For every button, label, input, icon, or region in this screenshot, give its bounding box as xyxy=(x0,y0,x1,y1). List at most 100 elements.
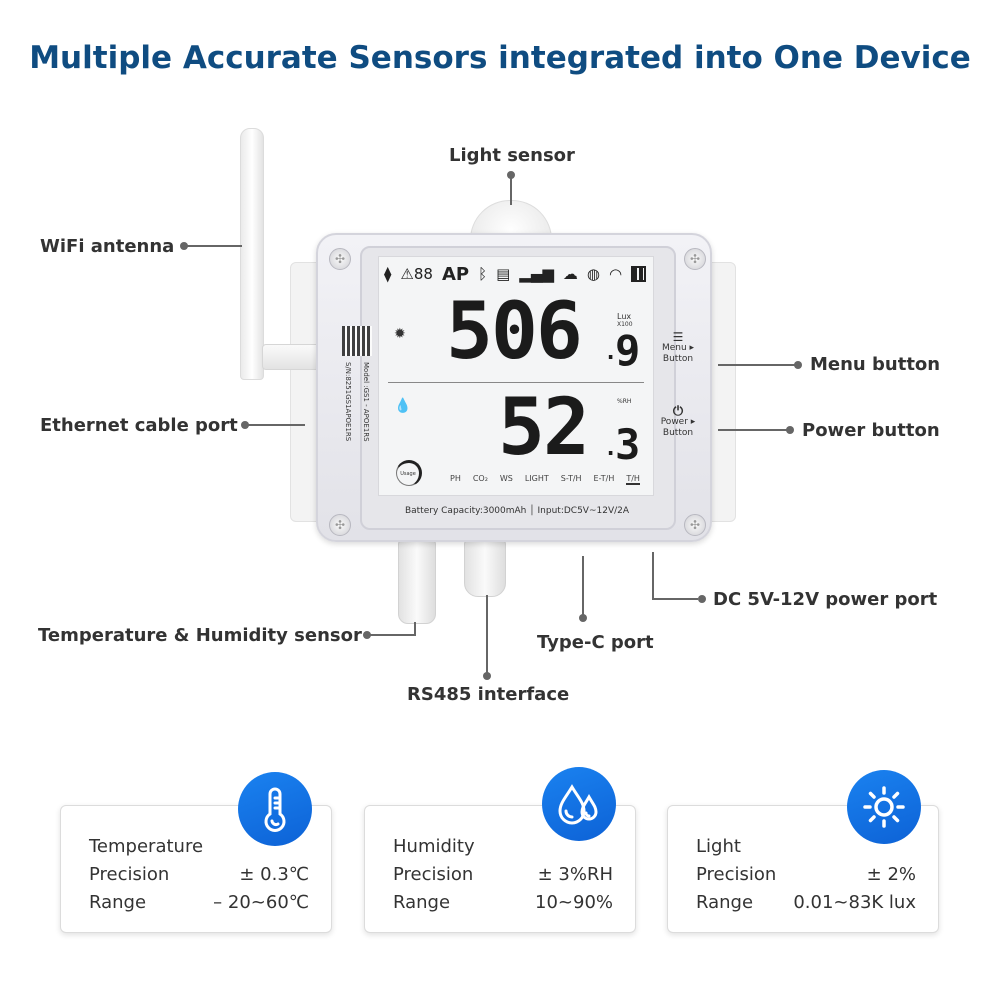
leader-line xyxy=(367,634,415,636)
sun-icon xyxy=(847,770,921,844)
leader-line xyxy=(582,556,584,618)
precision-label: Precision xyxy=(393,864,474,885)
menu-button-label: Menu ▸ xyxy=(661,343,695,353)
globe-icon: ◍ xyxy=(586,265,600,283)
bluetooth-icon: ᛒ xyxy=(478,265,488,283)
callout-menu-button: Menu button xyxy=(810,354,941,375)
lcd-screen xyxy=(378,256,654,496)
callout-rs485-interface: RS485 interface xyxy=(407,684,570,705)
callout-dot xyxy=(698,595,706,603)
range-label: Range xyxy=(393,892,451,913)
precision-row: Precision ± 2% xyxy=(696,864,916,885)
precision-row: Precision ± 3%RH xyxy=(393,864,613,885)
callout-temp-humidity-sensor: Temperature & Humidity sensor xyxy=(38,625,362,646)
precision-value: ± 2% xyxy=(866,864,916,885)
leader-line xyxy=(184,245,242,247)
screw-icon: ✣ xyxy=(329,248,351,270)
lcd-divider xyxy=(388,382,644,383)
usage-dial: Usage xyxy=(396,460,422,486)
power-button-label: Power ▸ xyxy=(660,417,696,427)
lux-multiplier: X100 xyxy=(617,321,633,328)
leader-line xyxy=(718,364,796,366)
mode-e-t-h: E-T/H xyxy=(593,474,615,483)
menu-button[interactable]: ☰ Menu ▸ Button xyxy=(656,330,700,365)
humidity-reading-value: 52 xyxy=(498,383,590,473)
callout-power-button: Power button xyxy=(802,420,940,441)
mode-s-t-h: S-T/H xyxy=(560,474,582,483)
range-row: Range 10~90% xyxy=(393,892,613,913)
usage-label: Usage xyxy=(400,471,416,477)
mode-light: LIGHT xyxy=(524,474,549,483)
card-title: Temperature xyxy=(89,836,204,857)
lux-reading-decimal: 9 xyxy=(615,326,641,375)
callout-dot xyxy=(579,614,587,622)
leader-line xyxy=(245,424,305,426)
battery-icon xyxy=(631,266,646,282)
power-button-label-2: Button xyxy=(662,428,694,438)
callout-wifi-antenna: WiFi antenna xyxy=(40,236,175,257)
mode-t-h-active: T/H xyxy=(626,474,640,485)
alarm-digits: ⚠88 xyxy=(400,265,433,283)
wifi-antenna xyxy=(240,128,264,380)
callout-dot xyxy=(483,672,491,680)
precision-value: ± 0.3℃ xyxy=(239,864,309,885)
qr-code xyxy=(342,326,372,356)
lcd-status-bar: ⧫ ⚠88 AP ᛒ ▤ ▂▄▆ ☁ ◍ ◠ xyxy=(384,262,646,286)
leader-line xyxy=(718,429,788,431)
leader-line xyxy=(510,175,512,205)
antenna-connector xyxy=(262,344,324,370)
callout-type-c-port: Type-C port xyxy=(537,632,654,653)
leader-line xyxy=(486,595,488,675)
range-row: Range – 20~60℃ xyxy=(89,892,309,913)
callout-dc-power-port: DC 5V-12V power port xyxy=(713,589,938,610)
mode-ph: PH xyxy=(450,474,461,483)
power-icon: ⏻ xyxy=(672,404,684,419)
callout-dot xyxy=(786,426,794,434)
serial-number-label: S/N:8251GS1APOE1RS xyxy=(344,362,352,442)
wifi-icon: ◠ xyxy=(609,265,623,283)
power-button[interactable]: ⏻ Power ▸ Button xyxy=(656,404,700,439)
lcd-mode-tabs: PH CO₂ WS LIGHT S-T/H E-T/H T/H xyxy=(450,474,640,485)
rs485-gland xyxy=(464,540,506,597)
page-title: Multiple Accurate Sensors integrated int… xyxy=(29,40,971,76)
screw-icon: ✣ xyxy=(329,514,351,536)
lux-unit: Lux xyxy=(617,312,632,321)
precision-row: Precision ± 0.3℃ xyxy=(89,864,309,885)
lux-reading-dot: . xyxy=(604,340,618,365)
range-label: Range xyxy=(696,892,754,913)
menu-list-icon: ☰ xyxy=(672,330,684,344)
range-value: 10~90% xyxy=(535,892,613,913)
thermometer-probe-icon: ⧫ xyxy=(384,265,392,283)
card-title: Humidity xyxy=(393,836,475,857)
droplets-icon: 💧 xyxy=(394,398,412,414)
temp-humidity-probe xyxy=(398,540,436,624)
leader-line xyxy=(414,622,416,636)
precision-label: Precision xyxy=(696,864,777,885)
lux-reading-value: 506 xyxy=(446,287,583,377)
sun-icon: ✹ xyxy=(394,326,406,342)
spec-card-light: Light Precision ± 2% Range 0.01~83K lux xyxy=(667,805,939,933)
callout-ethernet-port: Ethernet cable port xyxy=(40,415,238,436)
sd-card-icon: ▤ xyxy=(496,265,511,283)
device-spec-label: Battery Capacity:3000mAh │ Input:DC5V~12… xyxy=(404,506,630,516)
cloud-icon: ☁ xyxy=(562,265,578,283)
precision-label: Precision xyxy=(89,864,170,885)
range-value: 0.01~83K lux xyxy=(793,892,916,913)
range-label: Range xyxy=(89,892,147,913)
thermometer-icon xyxy=(238,772,312,846)
leader-line xyxy=(652,598,698,600)
range-value: – 20~60℃ xyxy=(213,892,309,913)
mode-co2: CO₂ xyxy=(472,474,488,483)
screw-icon: ✣ xyxy=(684,248,706,270)
screw-icon: ✣ xyxy=(684,514,706,536)
leader-line xyxy=(652,552,654,599)
mode-ws: WS xyxy=(499,474,513,483)
precision-value: ± 3%RH xyxy=(537,864,613,885)
humidity-reading-dot: . xyxy=(604,436,618,461)
humidity-unit: %RH xyxy=(617,398,632,405)
range-row: Range 0.01~83K lux xyxy=(696,892,916,913)
signal-icon: ▂▄▆ xyxy=(519,265,554,283)
droplets-icon xyxy=(542,767,616,841)
callout-dot xyxy=(794,361,802,369)
card-title: Light xyxy=(696,836,741,857)
